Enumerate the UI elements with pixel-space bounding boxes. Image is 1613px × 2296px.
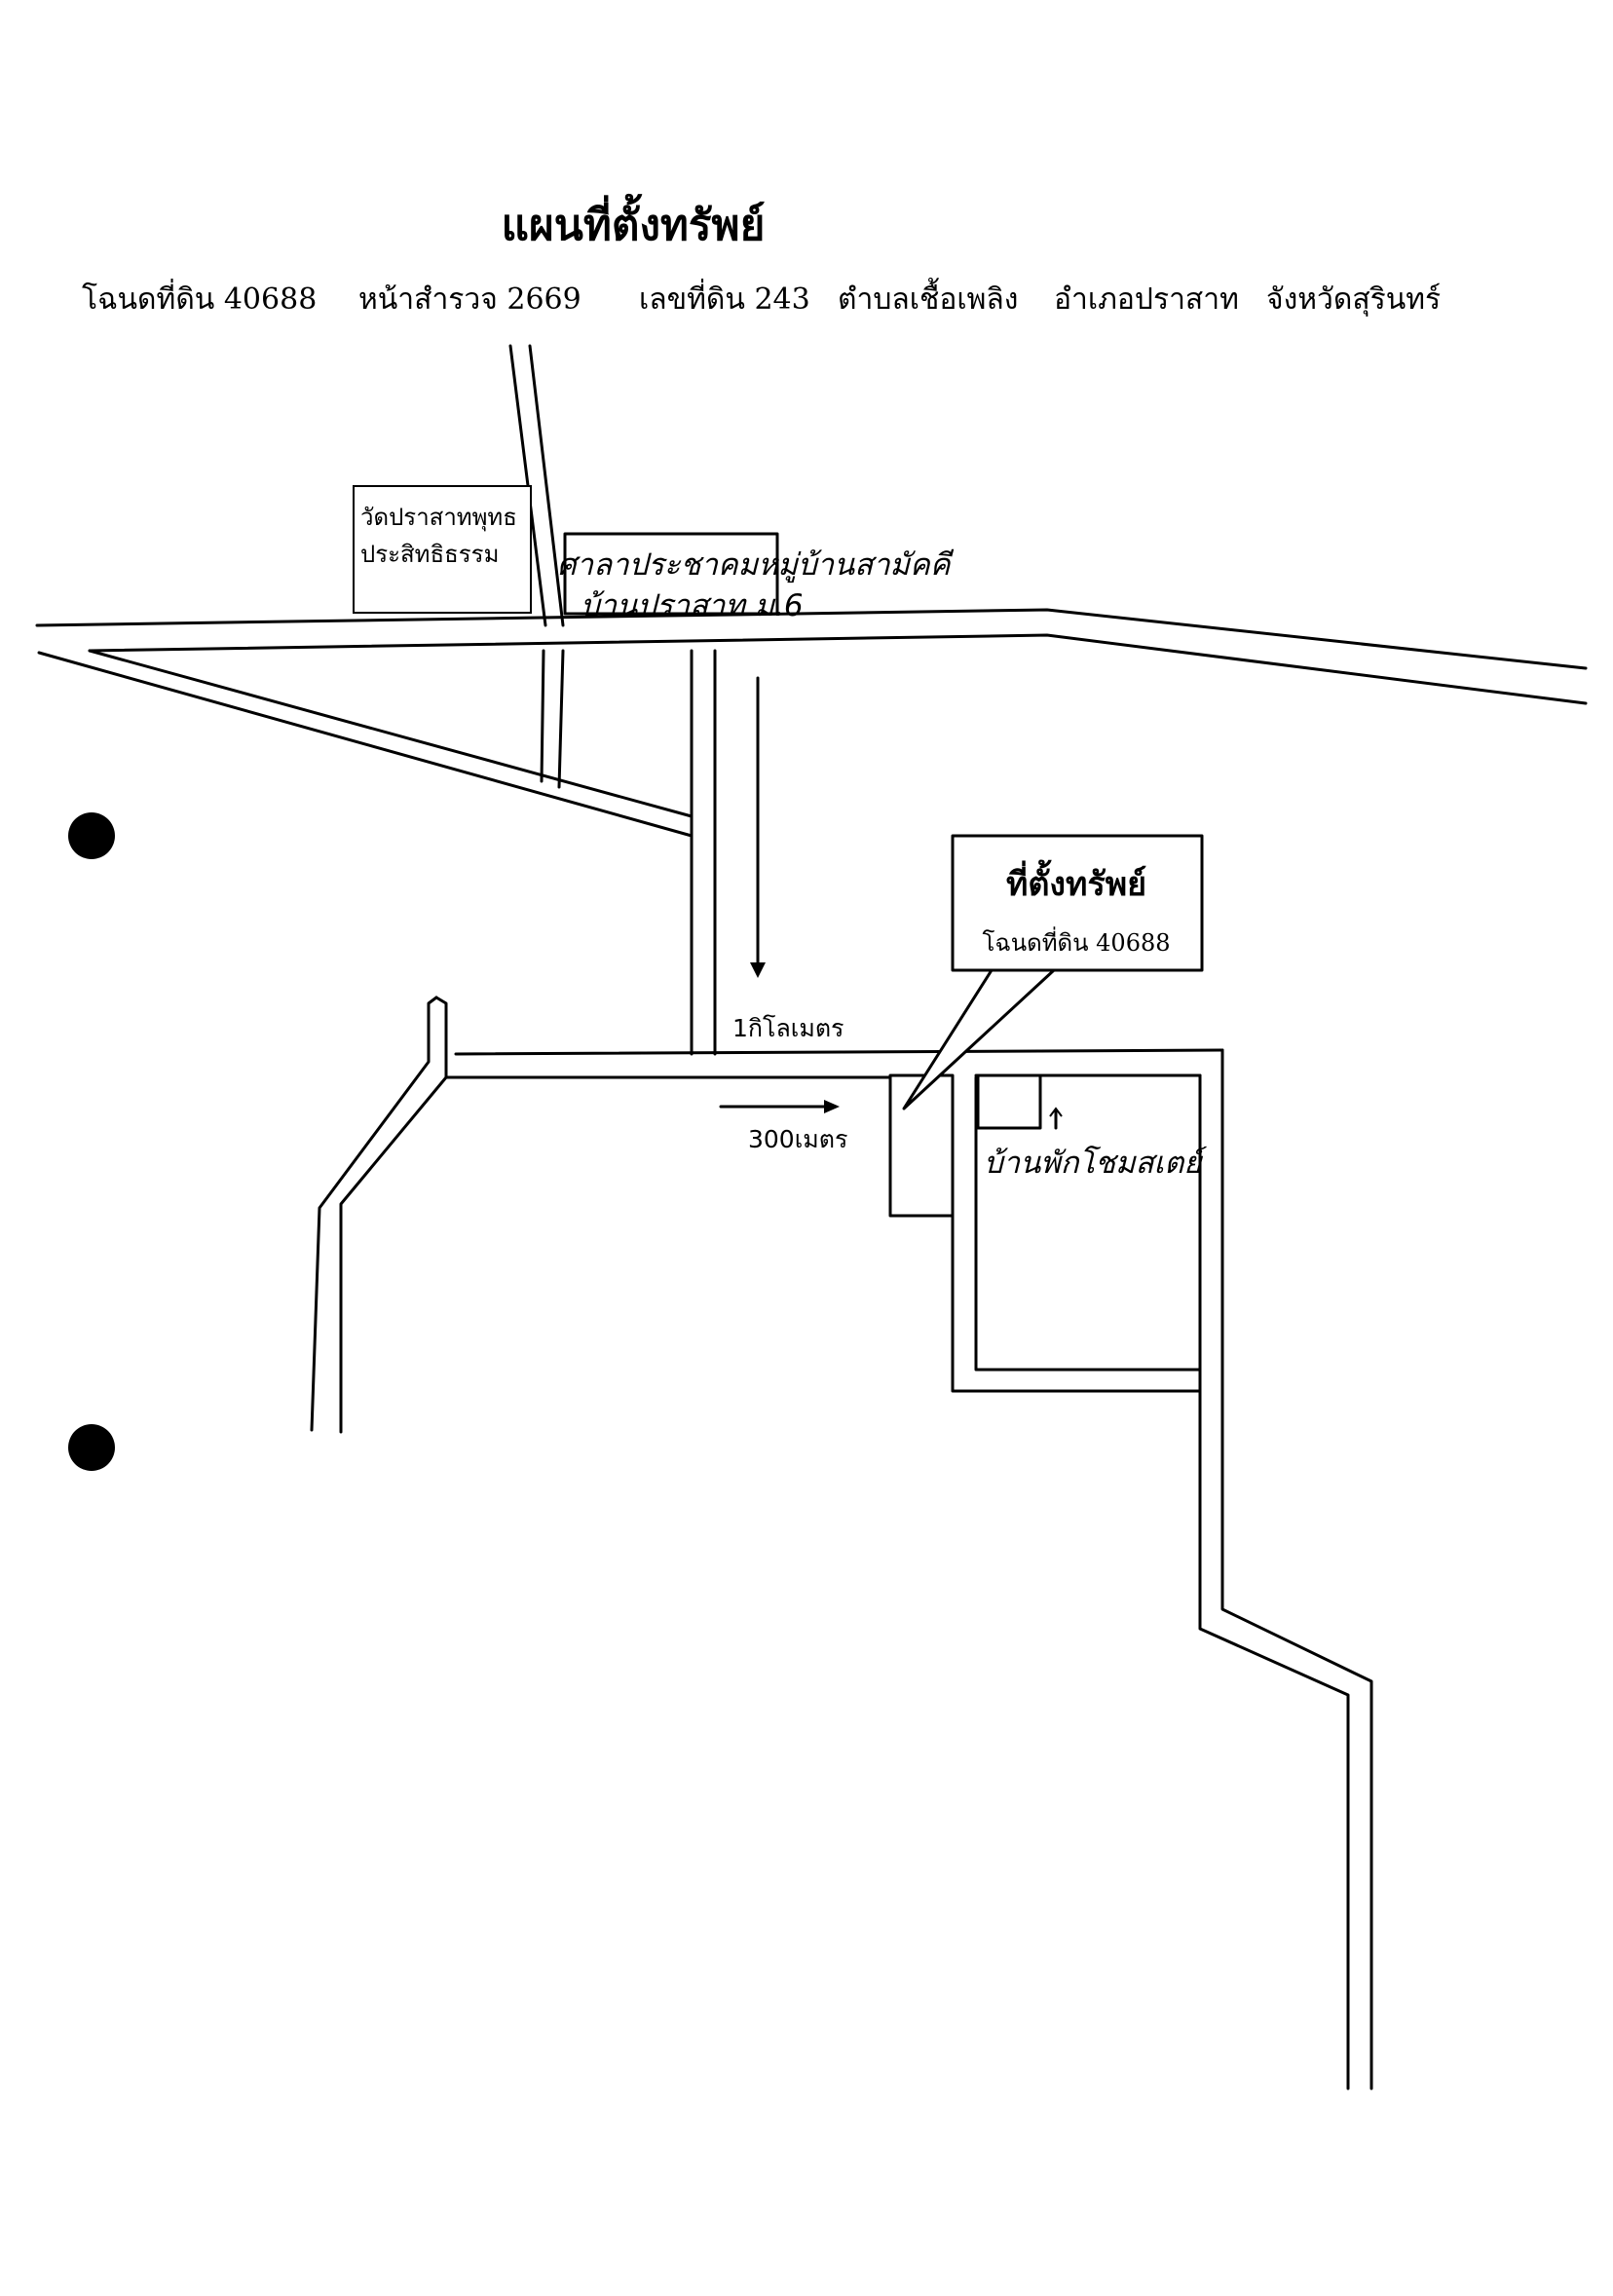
east-arrow-head	[824, 1100, 840, 1113]
community-hall-building	[563, 532, 779, 616]
diagonal-road-lower-edge	[88, 649, 694, 818]
north-road-right-edge	[528, 344, 565, 627]
south-arrow-head	[750, 962, 766, 978]
main-road-south-edge	[88, 633, 1588, 705]
homestay-pointer-head	[1049, 1107, 1063, 1117]
temple-label-line1: วัดปราสาทพุทธ	[360, 504, 517, 531]
homestay-building	[976, 1073, 1042, 1130]
punch-hole-bottom	[68, 1424, 115, 1471]
short-road-left-edge	[540, 649, 545, 783]
distance-1km-label: 1กิโลเมตร	[732, 1014, 844, 1042]
callout-box	[951, 834, 1204, 972]
deed-number: โฉนดที่ดิน 40688	[82, 282, 318, 317]
east-road-outer	[1220, 1048, 1373, 2090]
homestay-label: บ้านพักโชมสเตย์	[984, 1146, 1202, 1181]
main-road-north-edge	[35, 608, 1588, 670]
district: อำเภอปราสาท	[1054, 282, 1239, 317]
short-road-right-edge	[557, 649, 565, 789]
map-title: แผนที่ตั้งทรัพย์	[501, 201, 766, 250]
community-hall-label-line2: บ้านปราสาท ม.6	[581, 588, 804, 623]
diagonal-road-upper-edge	[37, 651, 694, 838]
east-road-north-edge	[454, 1048, 1224, 1056]
punch-hole-top	[68, 812, 115, 859]
callout-deed: โฉนดที่ดิน 40688	[982, 929, 1171, 957]
temple-label-line2: ประสิทธิธรรม	[360, 541, 500, 568]
loop-road-outer	[951, 1075, 1202, 1393]
east-road-inner	[1198, 1073, 1350, 2090]
land-number: เลขที่ดิน 243	[639, 282, 810, 317]
west-branch-inner	[310, 996, 438, 1432]
survey-page: หน้าสำรวจ 2669	[358, 282, 581, 317]
community-hall-label-line1: ศาลาประชาคมหมู่บ้านสามัคคี	[557, 547, 951, 583]
subject-parcel	[888, 1073, 955, 1218]
distance-300m-label: 300เมตร	[748, 1125, 848, 1153]
callout-title: ที่ตั้งทรัพย์	[1005, 865, 1147, 904]
west-branch-outer	[339, 996, 448, 1434]
temple-label: วัดปราสาทพุทธ ประสิทธิธรรม	[353, 485, 532, 614]
subdistrict: ตำบลเชื้อเพลิง	[838, 282, 1019, 317]
province: จังหวัดสุรินทร์	[1266, 282, 1442, 317]
loop-road-inner	[974, 1075, 1202, 1372]
